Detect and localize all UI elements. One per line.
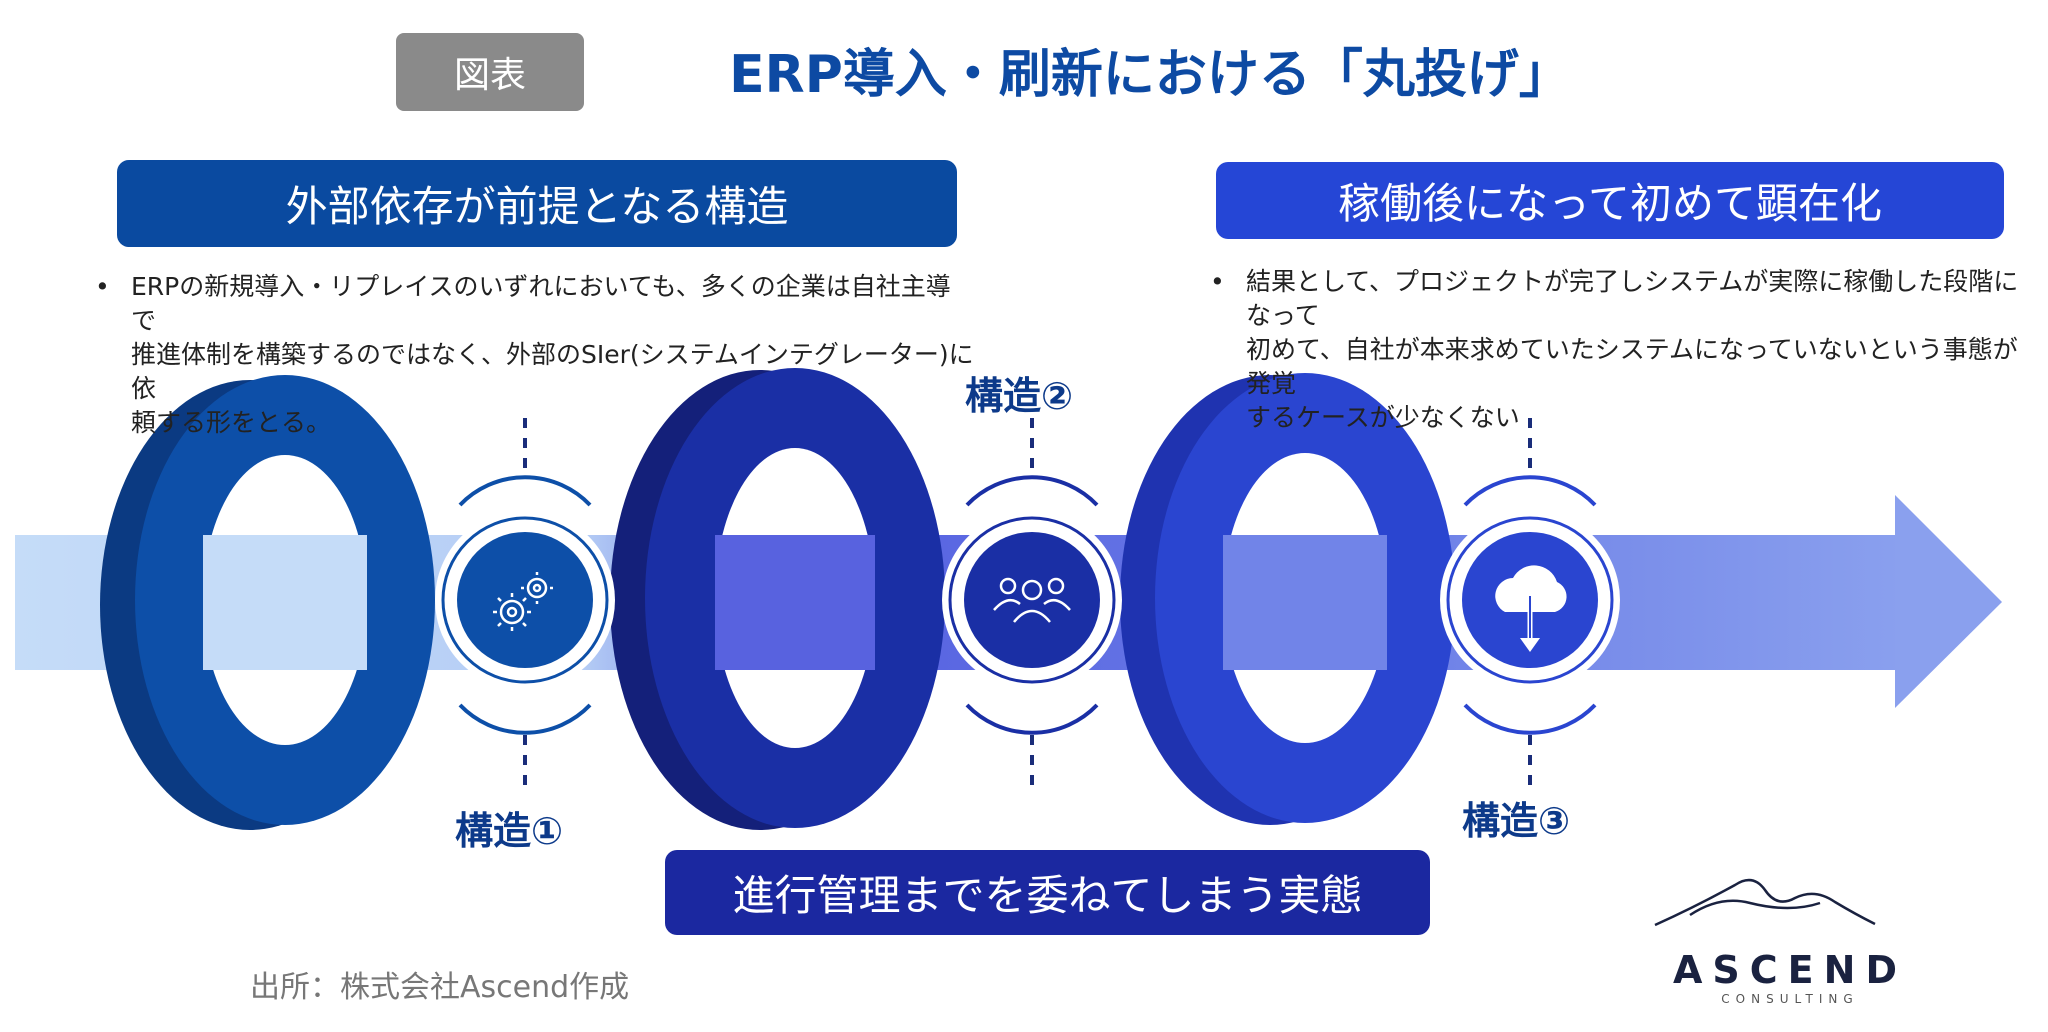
ascend-logo-mark — [1654, 878, 1876, 927]
bullet-line: 結果として、プロジェクトが完了しシステムが実際に稼働した段階になって — [1246, 267, 2019, 330]
gears-icon — [493, 572, 553, 631]
node-2 — [942, 418, 1122, 790]
structure-1-label: 構造① — [455, 809, 564, 853]
bullet-right-text: 結果として、プロジェクトが完了しシステムが実際に稼働した段階になって 初めて、自… — [1246, 265, 2040, 435]
bullet-line: 初めて、自社が本来求めていたシステムになっていないという事態が発覚 — [1246, 335, 2018, 398]
people-icon — [993, 577, 1071, 623]
bullet-marker: • — [95, 272, 110, 301]
logo-sub: CONSULTING — [1721, 992, 1859, 1006]
source-note: 出所：株式会社Ascend作成 — [250, 970, 630, 1005]
bullet-line: ERPの新規導入・リプレイスのいずれにおいても、多くの企業は自社主導で — [131, 272, 951, 335]
figure-badge: 図表 — [396, 33, 584, 111]
header-left: 外部依存が前提となる構造 — [117, 160, 957, 247]
node-1 — [435, 418, 615, 790]
logo-name: ASCEND — [1673, 948, 1907, 992]
bullet-left-text: ERPの新規導入・リプレイスのいずれにおいても、多くの企業は自社主導で 推進体制… — [131, 270, 975, 440]
bullet-right: • 結果として、プロジェクトが完了しシステムが実際に稼働した段階になって 初めて… — [1210, 265, 2040, 435]
page-title: ERP導入・刷新における「丸投げ」 — [729, 45, 1571, 105]
cloud-download-icon — [1495, 565, 1567, 652]
header-bottom: 進行管理までを委ねてしまう実態 — [665, 850, 1430, 935]
bullet-line: 推進体制を構築するのではなく、外部のSIer(システムインテグレーター)に依 — [131, 340, 974, 403]
structure-3-label: 構造③ — [1462, 799, 1571, 843]
bullet-line: するケースが少なくない — [1246, 403, 1520, 432]
structure-2-label: 構造② — [965, 374, 1074, 418]
bullet-line: 頼する形をとる。 — [131, 408, 332, 437]
bullet-marker: • — [1210, 267, 1225, 296]
bullet-left: • ERPの新規導入・リプレイスのいずれにおいても、多くの企業は自社主導で 推進… — [95, 270, 975, 440]
header-right: 稼働後になって初めて顕在化 — [1216, 162, 2004, 239]
